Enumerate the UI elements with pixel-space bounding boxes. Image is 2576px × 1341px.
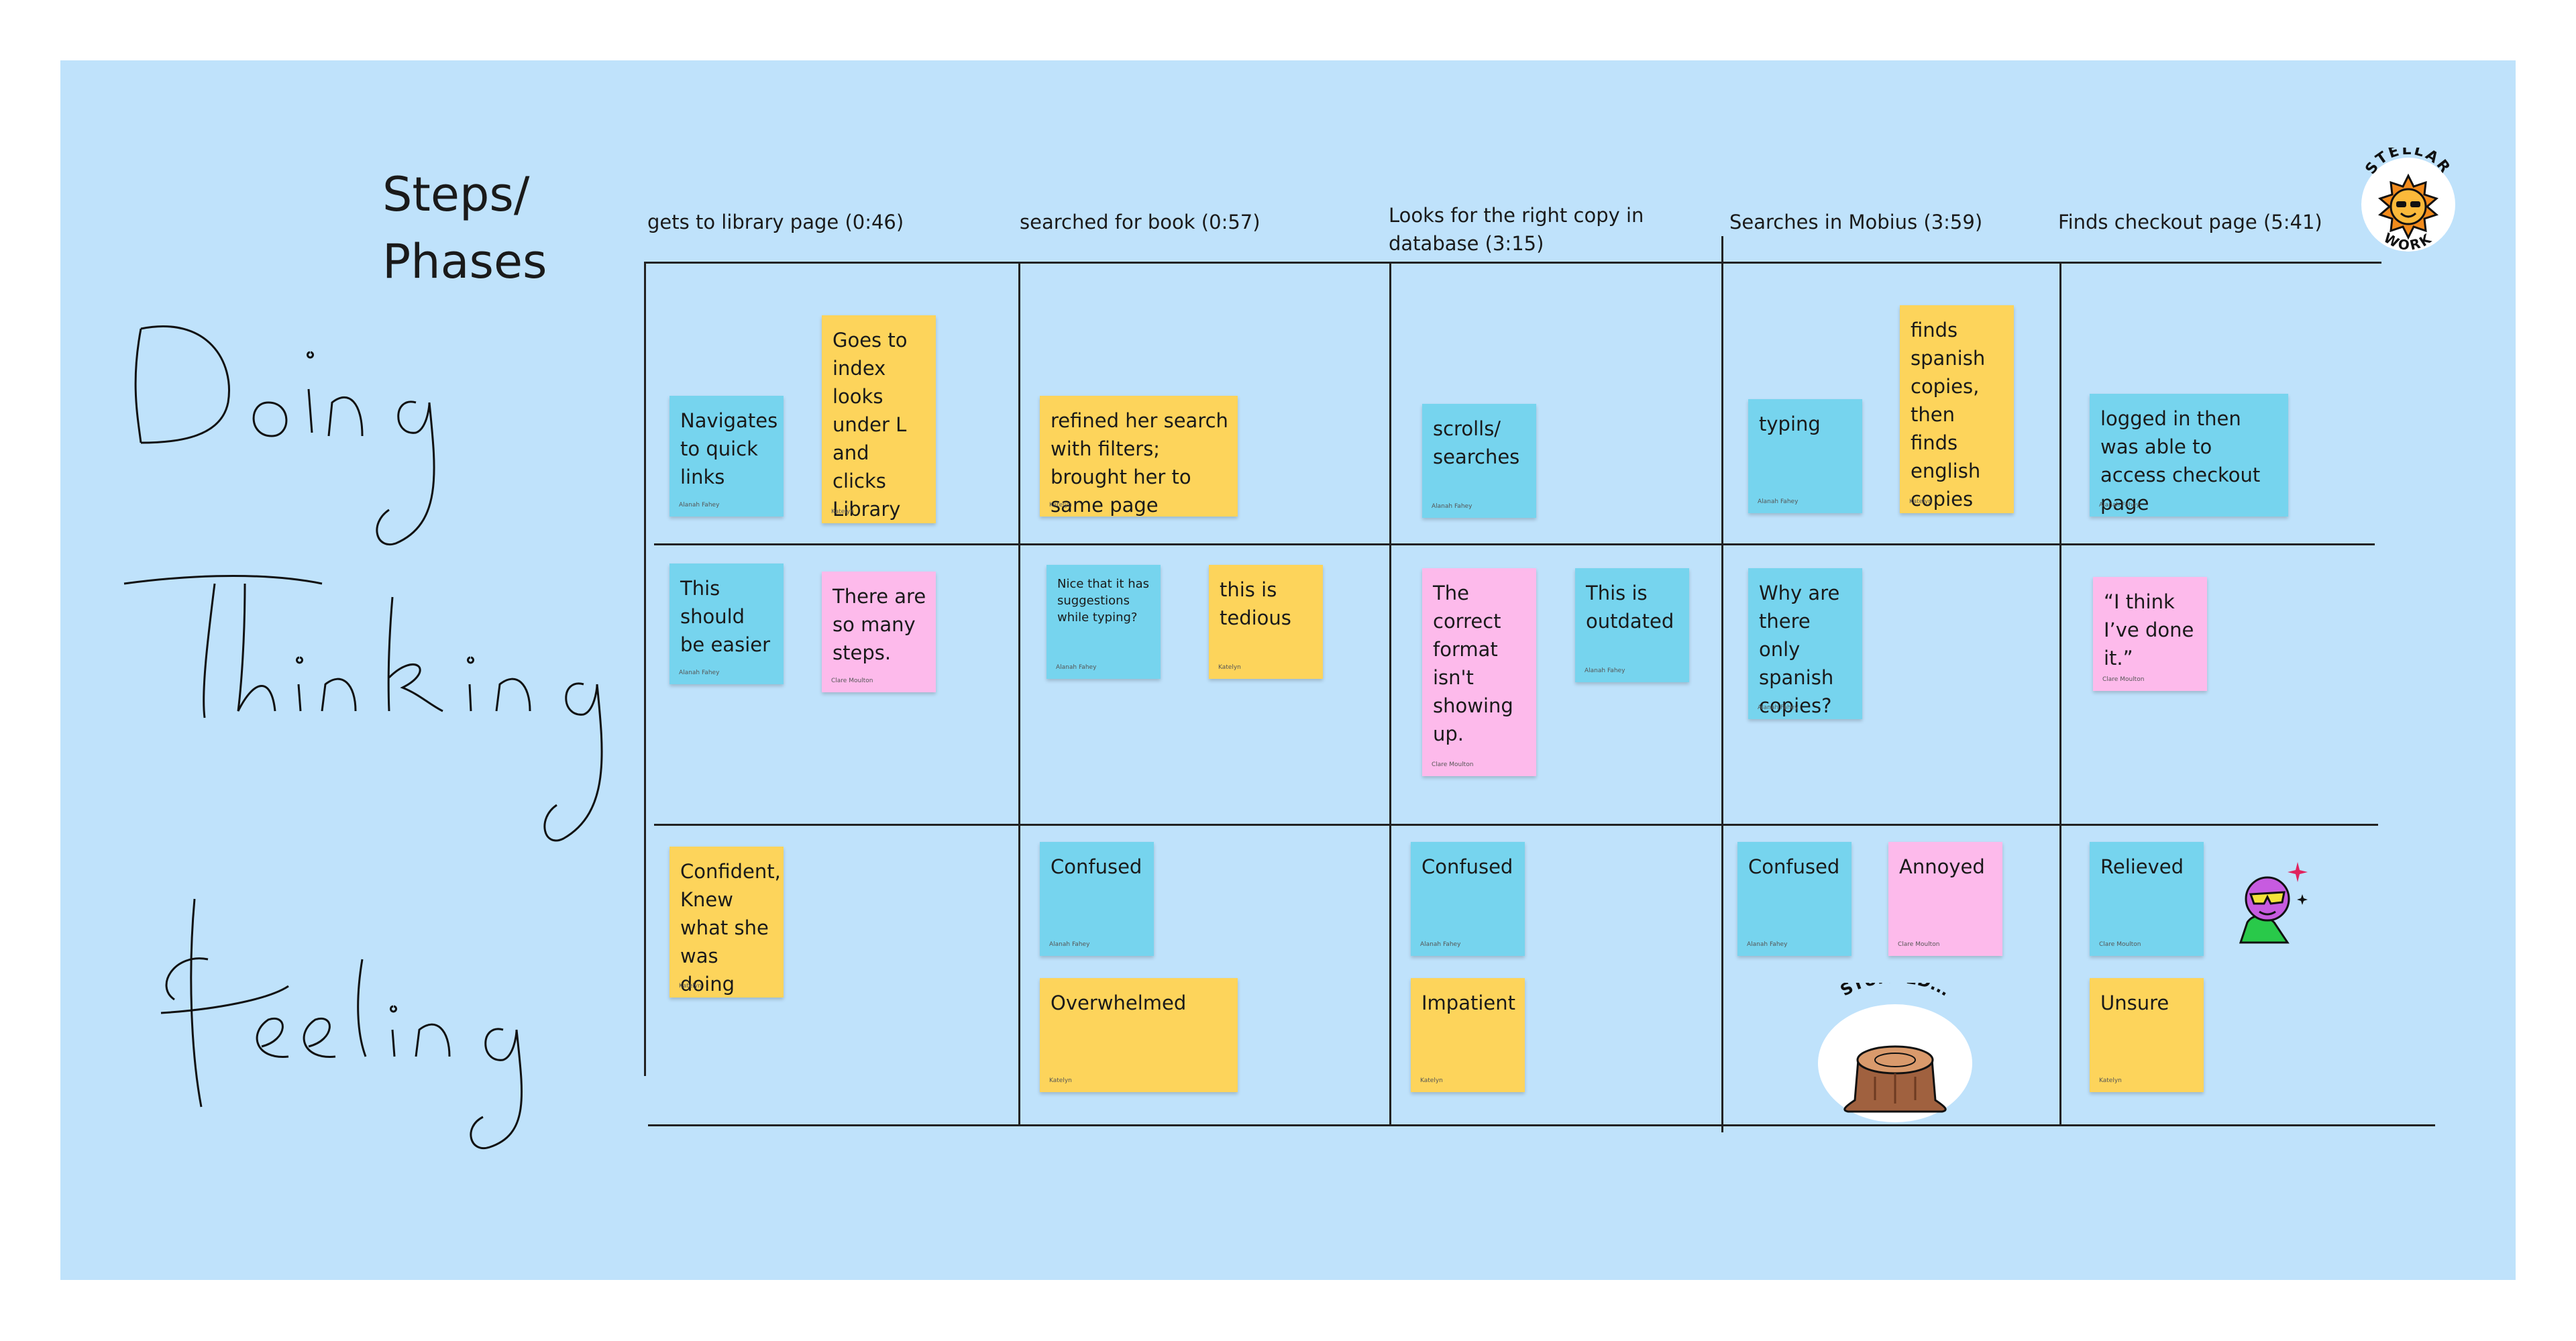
note-text: Nice that it has suggestions while typin…: [1057, 577, 1150, 625]
note-text: typing: [1759, 413, 1821, 435]
sun-sticker-icon[interactable]: STELLAR WORK: [2355, 148, 2462, 262]
note-author: Alanah Fahey: [1432, 503, 1472, 510]
note-text: Relieved: [2100, 855, 2184, 878]
note-text: Impatient: [1421, 991, 1516, 1014]
note-author: Alanah Fahey: [2099, 502, 2140, 508]
note-author: Katelyn: [679, 983, 702, 989]
column-header-database[interactable]: Looks for the right copy in database (3:…: [1389, 204, 1644, 255]
note-text: Annoyed: [1899, 855, 1985, 878]
column-header-checkout[interactable]: Finds checkout page (5:41): [2058, 211, 2322, 233]
sticky-note[interactable]: Nice that it has suggestions while typin…: [1046, 565, 1161, 679]
note-text: Confused: [1051, 855, 1142, 878]
grid-line-row-2: [654, 824, 2378, 826]
cool-face-sticker-icon[interactable]: [2227, 855, 2314, 949]
sticky-note[interactable]: The correct format isn't showing up. Clar…: [1422, 568, 1536, 776]
sticky-note[interactable]: Goes to index looks under L and clicks L…: [822, 315, 936, 523]
note-author: Katelyn: [1909, 498, 1932, 505]
note-text: finds spanish copies, then finds english…: [1911, 319, 1986, 511]
sticky-note[interactable]: “I think I’ve done it.” Clare Moulton: [2093, 577, 2207, 691]
note-text: Unsure: [2100, 991, 2169, 1014]
column-header-mobius[interactable]: Searches in Mobius (3:59): [1729, 211, 1983, 233]
note-text: Goes to index looks under L and clicks L…: [833, 329, 908, 521]
note-author: Katelyn: [1218, 664, 1241, 671]
note-text: refined her search with filters; brought…: [1051, 409, 1228, 517]
note-author: Alanah Fahey: [1758, 498, 1799, 505]
note-text: Why are there only spanish copies?: [1759, 582, 1840, 717]
row-label-thinking[interactable]: [121, 543, 631, 865]
note-author: Alanah Fahey: [1758, 704, 1799, 711]
sticky-note[interactable]: Why are there only spanish copies?Alanah…: [1748, 568, 1862, 719]
grid-line-bottom: [648, 1124, 2435, 1126]
note-author: Alanah Fahey: [679, 669, 720, 676]
note-author: Katelyn: [1420, 1077, 1443, 1084]
note-text: This should be easier: [680, 577, 771, 656]
grid-line-col-2: [1389, 262, 1391, 1124]
column-header-search[interactable]: searched for book (0:57): [1020, 211, 1260, 233]
stumped-label: STUMPED...: [1837, 983, 1953, 1000]
note-author: Clare Moulton: [2102, 676, 2145, 683]
note-text: Confused: [1421, 855, 1513, 878]
note-author: Alanah Fahey: [1049, 941, 1090, 948]
note-text: Overwhelmed: [1051, 991, 1187, 1014]
note-text: The correct format isn't showing up.: [1433, 582, 1513, 745]
whiteboard-canvas[interactable]: Steps/ Phases gets to library page (0:46…: [60, 60, 2516, 1280]
note-author: Alanah Fahey: [1056, 664, 1097, 671]
tree-stump-sticker-icon[interactable]: STUMPED...: [1808, 983, 1982, 1124]
row-label-feeling[interactable]: [134, 879, 604, 1167]
note-text: This is outdated: [1586, 582, 1674, 633]
grid-line-col-1: [1018, 262, 1020, 1124]
note-author: Alanah Fahey: [1585, 667, 1625, 674]
note-text: this is tedious: [1220, 578, 1291, 629]
note-text: scrolls/ searches: [1433, 417, 1520, 468]
board-title[interactable]: Steps/ Phases: [382, 167, 547, 289]
note-author: Katelyn: [1049, 502, 1072, 508]
note-text: logged in then was able to access checko…: [2100, 407, 2261, 515]
grid-line-header: [644, 262, 2381, 264]
grid-line-row-1: [654, 543, 2375, 545]
sticky-note[interactable]: refined her search with filters; brought…: [1040, 396, 1238, 517]
note-author: Clare Moulton: [831, 678, 873, 684]
note-author: Clare Moulton: [1898, 941, 1940, 948]
sticky-note[interactable]: finds spanish copies, then finds english…: [1900, 305, 2014, 513]
note-author: Alanah Fahey: [1747, 941, 1788, 948]
note-text: Confused: [1748, 855, 1840, 878]
note-text: Navigates to quick links: [680, 409, 778, 488]
grid-line-col-3: [1721, 236, 1723, 1132]
note-text: Confident, Knew what she was doing: [680, 860, 781, 996]
note-text: “I think I’ve done it.”: [2104, 590, 2194, 669]
note-author: Katelyn: [831, 508, 854, 515]
note-author: Katelyn: [2099, 1077, 2122, 1084]
grid-line-col-4: [2059, 262, 2061, 1124]
row-label-doing[interactable]: [127, 302, 530, 557]
grid-line-left: [644, 262, 646, 1076]
note-author: Clare Moulton: [2099, 941, 2141, 948]
note-text: There are so many steps.: [833, 585, 926, 664]
note-author: Clare Moulton: [1432, 761, 1474, 768]
note-author: Katelyn: [1049, 1077, 1072, 1084]
note-author: Alanah Fahey: [679, 502, 720, 508]
sticky-note[interactable]: logged in then was able to access checko…: [2090, 394, 2288, 517]
note-author: Alanah Fahey: [1420, 941, 1461, 948]
column-header-library[interactable]: gets to library page (0:46): [647, 211, 904, 233]
sticky-note[interactable]: There are so many steps. Clare Moulton: [822, 572, 936, 692]
